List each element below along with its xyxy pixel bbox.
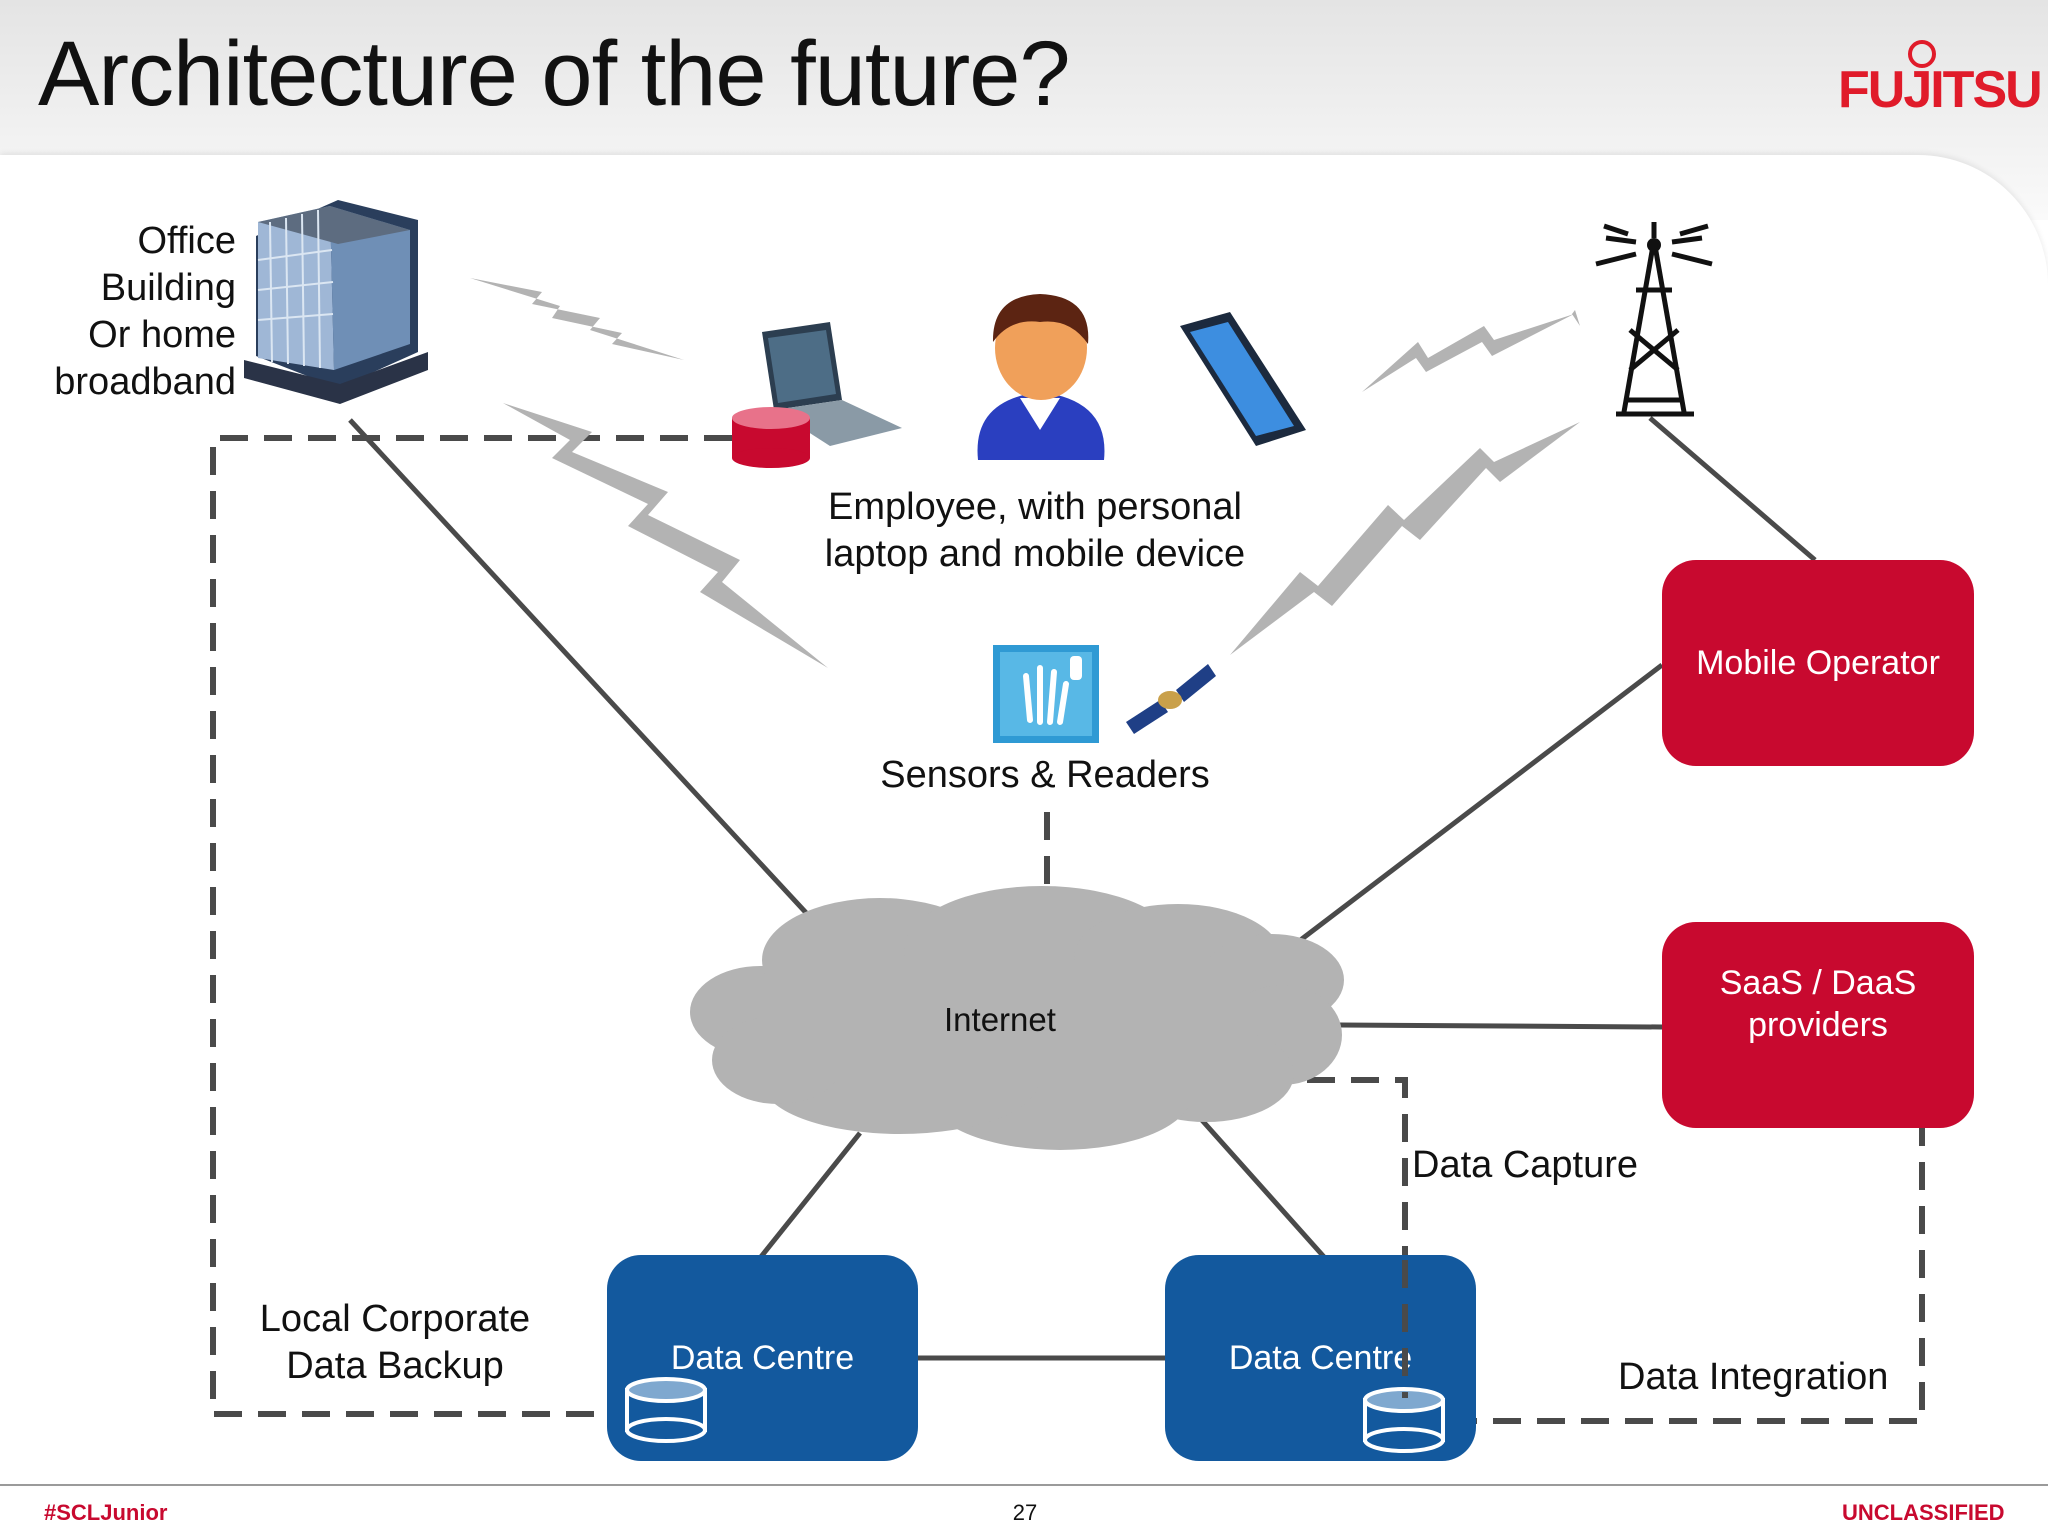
internet-label: Internet <box>944 1001 1056 1038</box>
mobile-phone-icon <box>1180 312 1306 446</box>
footer-page-number: 27 <box>1012 1500 1038 1525</box>
laptop-icon <box>762 322 902 446</box>
bolt-tower-top-shape-icon <box>1362 314 1574 392</box>
data-centre-right-label: Data Centre <box>1228 1339 1413 1377</box>
bolt-office-top-icon <box>470 278 684 360</box>
mobile-operator-label: Mobile Operator <box>1696 644 1940 682</box>
bolt-tower-bottom-icon <box>1230 422 1580 655</box>
footer-rule <box>0 1484 2048 1486</box>
data-centre-left-label: Data Centre <box>670 1339 855 1377</box>
local-backup-label: Local Corporate Data Backup <box>259 1298 531 1387</box>
radio-tower-icon <box>1595 222 1713 417</box>
link-tower-mobile <box>1648 416 1817 562</box>
link-mobile-internet <box>1288 663 1664 950</box>
sensors-readers-label: Sensors & Readers <box>880 754 1210 796</box>
storage-cylinder-red-icon <box>732 407 810 468</box>
mobile-operator-box: Mobile Operator <box>1662 560 1974 766</box>
office-building-icon <box>244 200 428 404</box>
logo-ring-icon <box>1908 40 1936 68</box>
saas-providers-box: SaaS / DaaS providers <box>1662 922 1974 1128</box>
satellite-icon <box>1126 664 1216 734</box>
fingerprint-reader-icon <box>993 645 1099 743</box>
employee-label: Employee, with personal laptop and mobil… <box>824 486 1246 575</box>
link-office-internet <box>348 418 824 932</box>
employee-person-icon <box>977 294 1105 460</box>
data-centre-right-box: Data Centre <box>1165 1255 1476 1461</box>
data-integration-label: Data Integration <box>1618 1356 1889 1398</box>
data-capture-label: Data Capture <box>1412 1144 1639 1186</box>
saas-providers-label: SaaS / DaaS providers <box>1719 964 1917 1044</box>
bolt-tower-top-icon <box>1362 310 1580 392</box>
footer-classification: UNCLASSIFIED <box>1842 1500 2005 1525</box>
data-centre-left-box: Data Centre <box>607 1255 918 1461</box>
link-internet-dc-left <box>758 1131 862 1260</box>
fujitsu-logo: FUJITSU <box>1838 40 2043 124</box>
bolt-office-bottom-icon <box>503 403 828 668</box>
link-internet-saas <box>1339 1022 1663 1030</box>
footer-hashtag: #SCLJunior <box>44 1500 168 1525</box>
office-building-label: Office Building Or home broadband <box>54 220 236 403</box>
link-internet-dc-right <box>1198 1116 1327 1260</box>
slide-title: Architecture of the future? <box>38 23 1071 125</box>
dashed-data-integration-path <box>1445 1118 1925 1424</box>
internet-cloud-icon <box>690 886 1344 1150</box>
